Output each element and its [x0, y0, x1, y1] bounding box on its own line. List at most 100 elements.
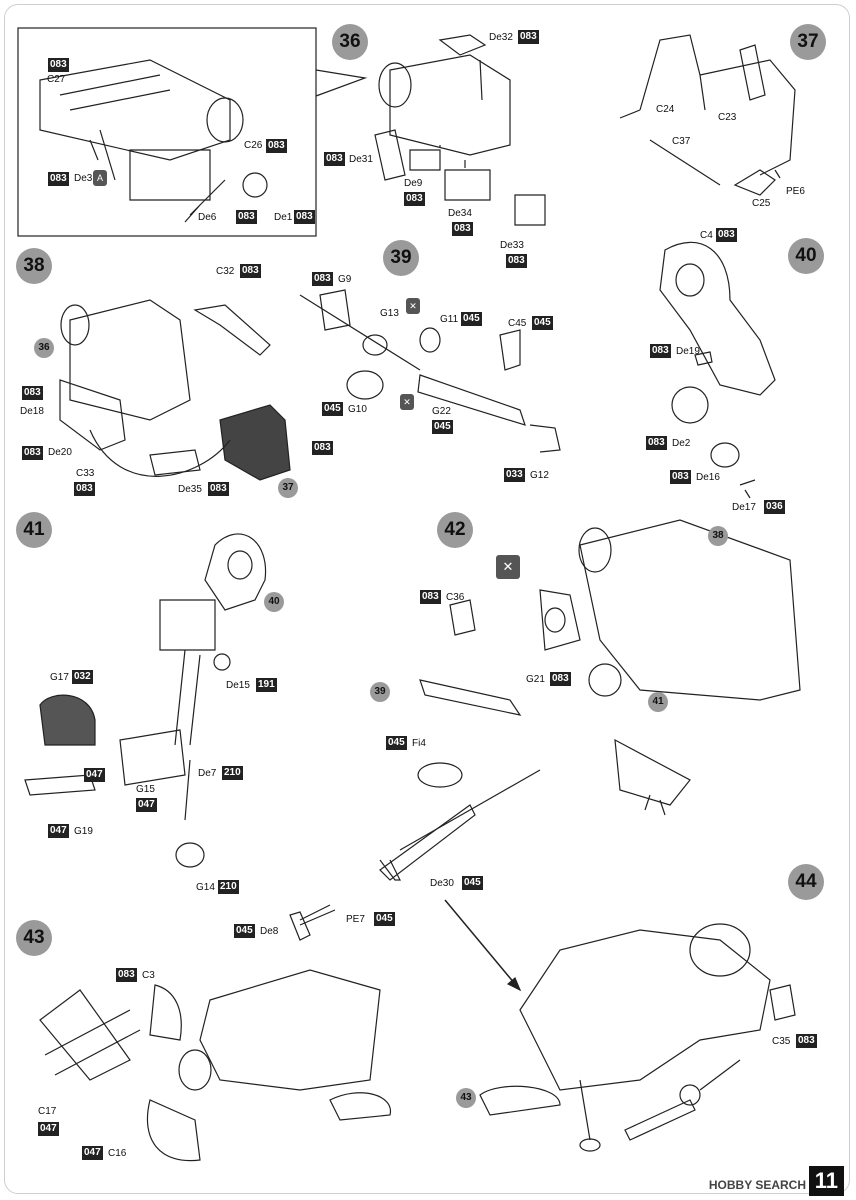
step-number-38: 38 — [16, 248, 52, 284]
paint-code: 083 — [48, 172, 69, 186]
part-label-de19: De19 — [676, 346, 700, 357]
part-label-de31: De31 — [349, 154, 373, 165]
paint-code: 083 — [208, 482, 229, 496]
arrow-head — [506, 977, 522, 992]
subassembly-ref-43: 43 — [456, 1088, 476, 1108]
part-label-g14: G14 — [196, 882, 215, 893]
step-number-44: 44 — [788, 864, 824, 900]
subassembly-ref-41: 41 — [648, 692, 668, 712]
paint-code: 083 — [266, 139, 287, 153]
part-label-de35: De35 — [178, 484, 202, 495]
part-label-pe7: PE7 — [346, 914, 365, 925]
part-label-fi4: Fi4 — [412, 738, 426, 749]
step44-art — [479, 923, 796, 1152]
part-label-c36: C36 — [446, 592, 465, 603]
part-label-c33: C33 — [76, 468, 95, 479]
paint-code: 083 — [312, 441, 333, 455]
part-label-g9: G9 — [338, 274, 352, 285]
part-label-g22: G22 — [432, 406, 451, 417]
part-label-de20: De20 — [48, 447, 72, 458]
step-number-43: 43 — [16, 920, 52, 956]
step-number-39: 39 — [383, 240, 419, 276]
paint-code: 191 — [256, 678, 277, 692]
part-label-de6: De6 — [198, 212, 217, 223]
part-label-de8: De8 — [260, 926, 279, 937]
note-icon: A — [93, 170, 107, 186]
part-label-c23: C23 — [718, 112, 737, 123]
part-label-de3: De3 — [74, 173, 93, 184]
step36-detail-box — [17, 27, 317, 237]
part-label-de33: De33 — [500, 240, 524, 251]
part-label-c17: C17 — [38, 1106, 57, 1117]
paint-code: 083 — [796, 1034, 817, 1048]
paint-code: 045 — [432, 420, 453, 434]
part-label-g15: G15 — [136, 784, 155, 795]
part-label-c32: C32 — [216, 266, 235, 277]
note-icon: ✕ — [406, 298, 420, 314]
part-label-de16: De16 — [696, 472, 720, 483]
paint-code: 083 — [404, 192, 425, 206]
part-label-de30: De30 — [430, 878, 454, 889]
paint-code: 083 — [236, 210, 257, 224]
step39-art — [299, 289, 561, 453]
note-icon: ✕ — [400, 394, 414, 410]
paint-code: 083 — [48, 58, 69, 72]
part-label-g12: G12 — [530, 470, 549, 481]
part-label-g19: G19 — [74, 826, 93, 837]
part-label-c35: C35 — [772, 1036, 791, 1047]
callout-pointer — [315, 69, 368, 97]
paint-code: 047 — [82, 1146, 103, 1160]
paint-code: 083 — [22, 386, 43, 400]
subassembly-ref-39: 39 — [370, 682, 390, 702]
paint-code: 083 — [294, 210, 315, 224]
step-number-40: 40 — [788, 238, 824, 274]
direction-arrow — [444, 899, 521, 991]
step36-main-art — [374, 34, 546, 226]
part-label-g13: G13 — [380, 308, 399, 319]
part-label-g11: G11 — [440, 314, 459, 325]
part-label-c25: C25 — [752, 198, 771, 209]
paint-code: 083 — [420, 590, 441, 604]
paint-code: 045 — [386, 736, 407, 750]
part-label-de1: De1 — [274, 212, 293, 223]
part-label-de15: De15 — [226, 680, 250, 691]
paint-code: 083 — [324, 152, 345, 166]
part-label-c24: C24 — [656, 104, 675, 115]
part-label-c45: C45 — [508, 318, 527, 329]
paint-code: 045 — [374, 912, 395, 926]
part-label-de32: De32 — [489, 32, 513, 43]
step41-art — [24, 533, 267, 868]
part-label-g21: G21 — [526, 674, 545, 685]
paint-code: 083 — [116, 968, 137, 982]
paint-code: 083 — [452, 222, 473, 236]
note-icon: ✕ — [496, 555, 520, 579]
paint-code: 047 — [38, 1122, 59, 1136]
part-label-pe6: PE6 — [786, 186, 805, 197]
step-number-36: 36 — [332, 24, 368, 60]
paint-code: 045 — [461, 312, 482, 326]
paint-code: 033 — [504, 468, 525, 482]
paint-code: 083 — [240, 264, 261, 278]
part-label-c26: C26 — [244, 140, 263, 151]
part-label-c27: C27 — [47, 74, 66, 85]
machine-gun-art — [289, 762, 541, 941]
paint-code: 047 — [48, 824, 69, 838]
page-number: 11 — [808, 1166, 844, 1196]
step-number-41: 41 — [16, 512, 52, 548]
step38-art — [59, 299, 291, 481]
paint-code: 083 — [518, 30, 539, 44]
part-label-c4: C4 — [700, 230, 713, 241]
part-label-de2: De2 — [672, 438, 691, 449]
part-label-g10: G10 — [348, 404, 367, 415]
paint-code: 045 — [462, 876, 483, 890]
step-number-37: 37 — [790, 24, 826, 60]
paint-code: 083 — [716, 228, 737, 242]
paint-code: 047 — [136, 798, 157, 812]
part-label-de18: De18 — [20, 406, 44, 417]
step43-art — [39, 969, 391, 1162]
paint-code: 210 — [218, 880, 239, 894]
subassembly-ref-40: 40 — [264, 592, 284, 612]
part-label-de17: De17 — [732, 502, 756, 513]
